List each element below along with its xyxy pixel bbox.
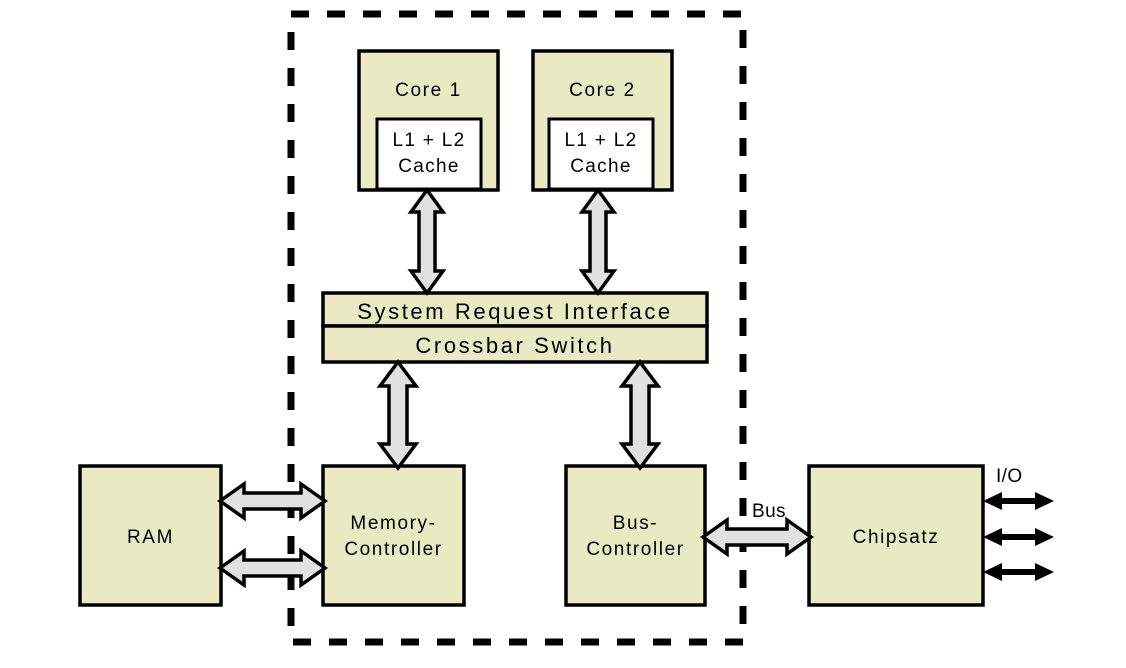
io-arrow-1 <box>983 492 1054 510</box>
io-arrow-group <box>983 492 1054 581</box>
box-chipsatz[interactable] <box>807 464 985 607</box>
io-arrow-2 <box>983 528 1054 546</box>
box-memory-controller[interactable] <box>321 464 466 607</box>
arrow-core1-to-sri <box>407 187 447 296</box>
box-ram[interactable] <box>78 464 223 607</box>
arrow-ram-to-memory-controller-upper <box>216 480 329 522</box>
box-cache-core1[interactable] <box>375 117 483 191</box>
arrow-bus-controller-to-chipsatz <box>699 516 815 558</box>
arrow-crossbar-to-memory-controller <box>376 359 420 471</box>
box-crossbar-switch[interactable] <box>321 324 709 364</box>
box-system-request-interface[interactable] <box>321 291 709 328</box>
arrow-ram-to-memory-controller-lower <box>216 547 329 589</box>
arrow-core2-to-sri <box>578 187 618 296</box>
cpu-die-boundary <box>287 10 747 646</box>
arrow-crossbar-to-bus-controller <box>618 359 662 471</box>
io-arrow-3 <box>983 563 1054 581</box>
box-bus-controller[interactable] <box>564 464 707 607</box>
box-cache-core2[interactable] <box>547 117 655 191</box>
